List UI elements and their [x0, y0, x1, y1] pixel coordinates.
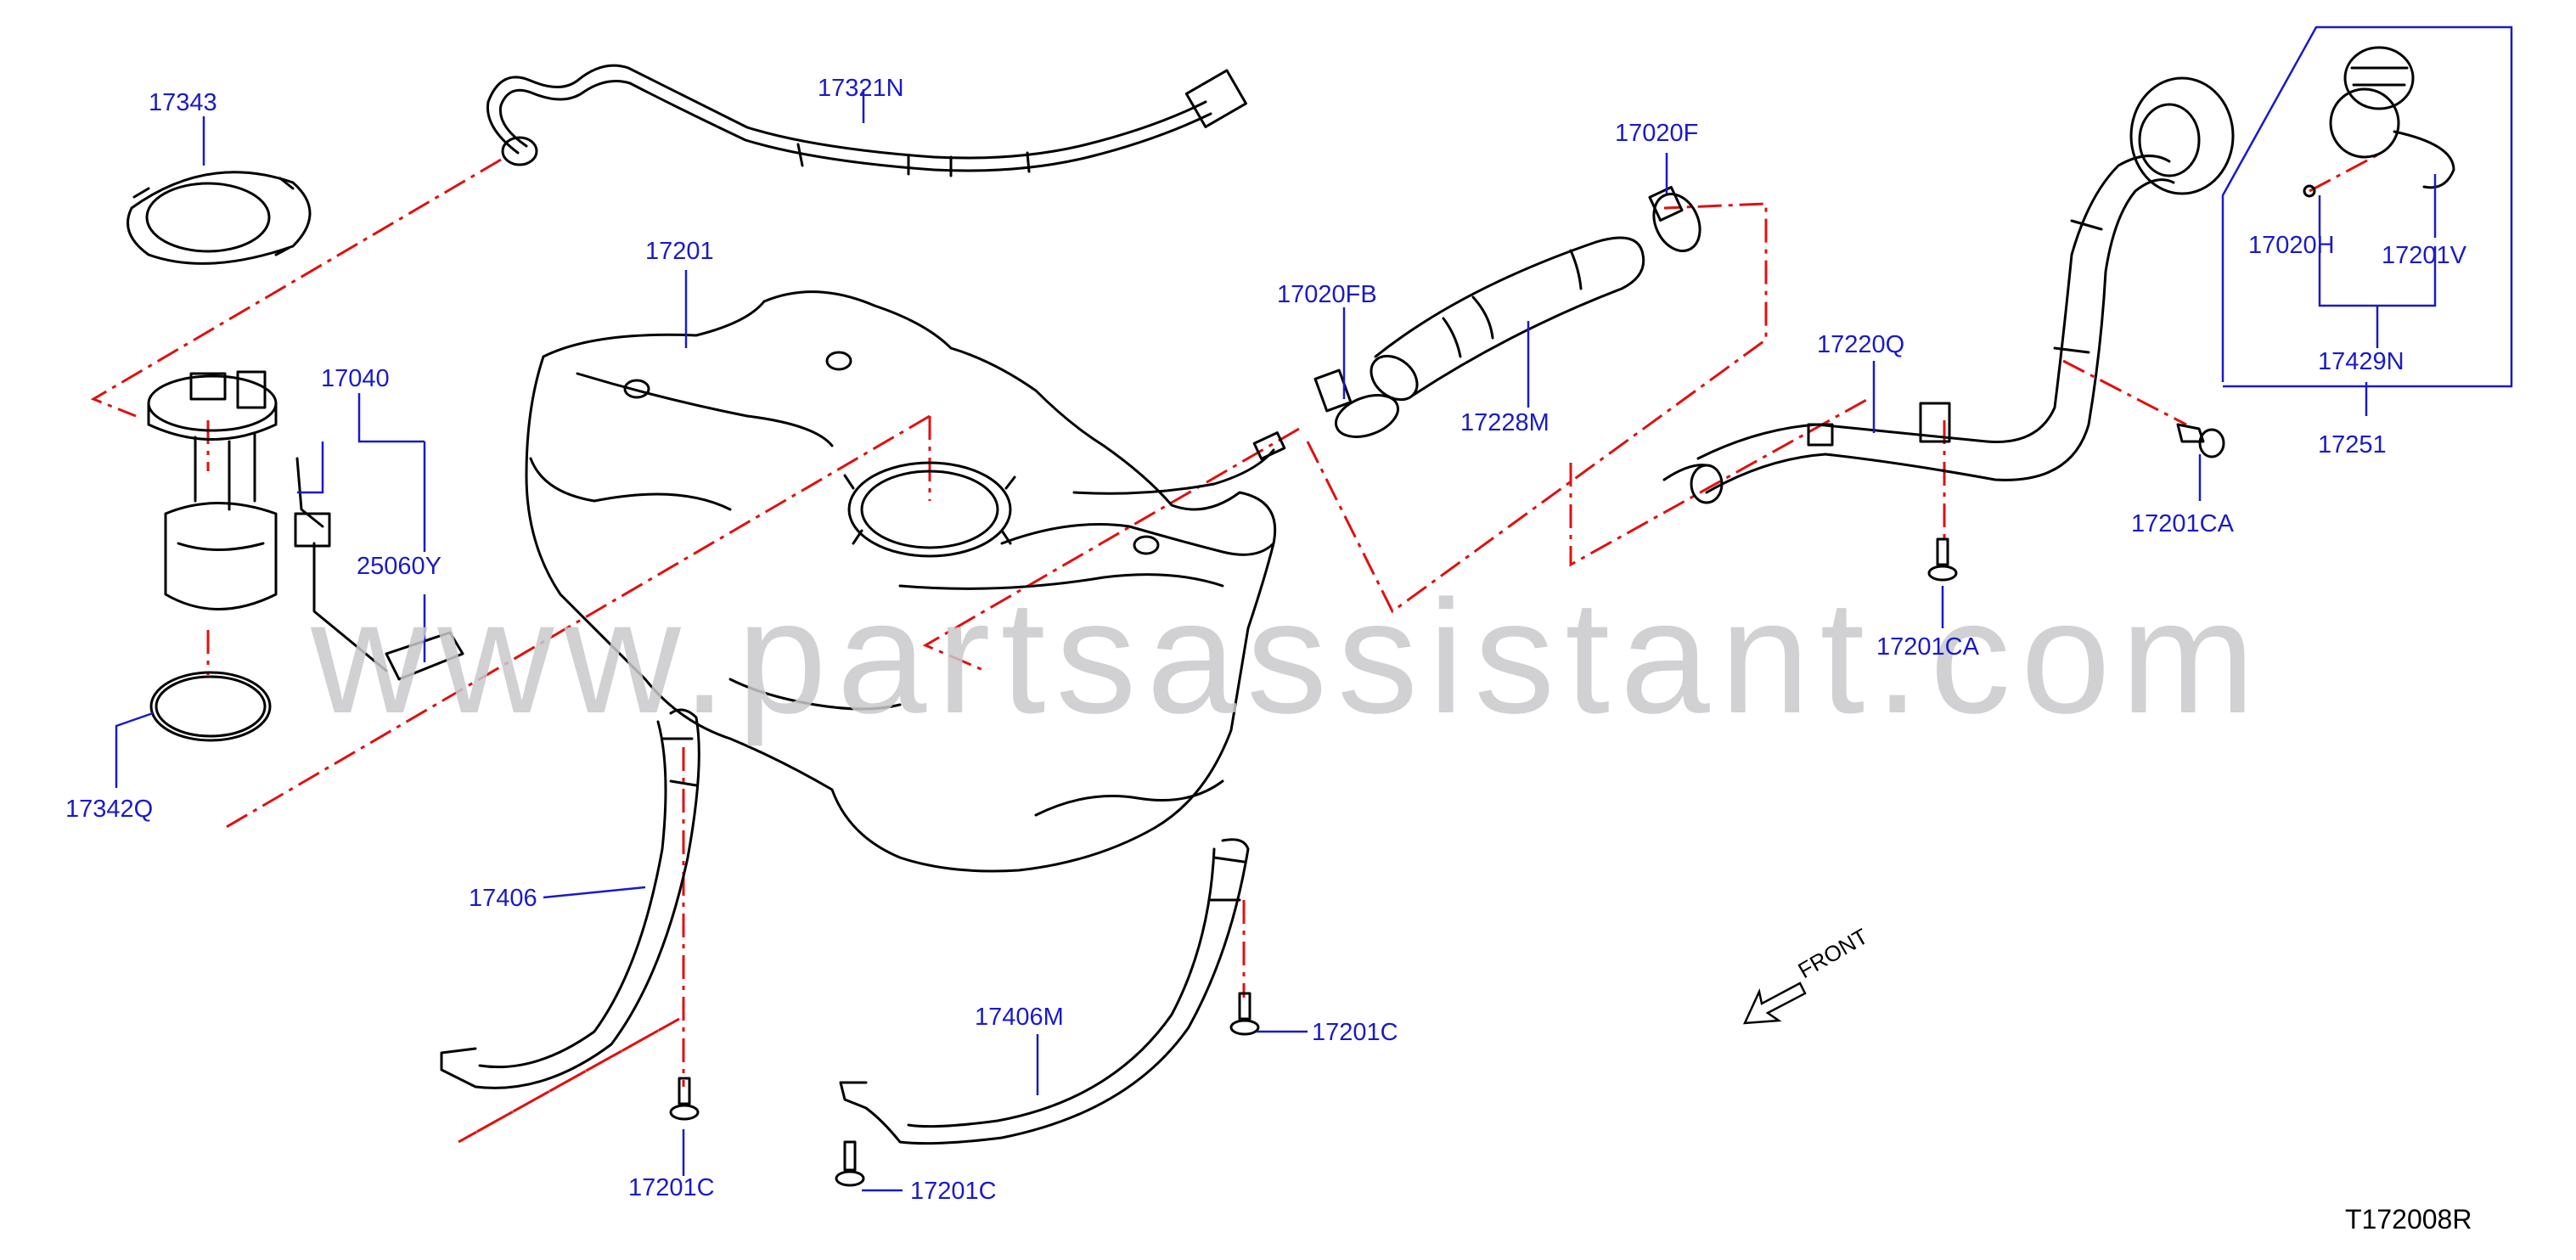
strap-17406M-art — [839, 838, 1250, 1145]
part-label-17020FB[interactable]: 17020FB — [1277, 281, 1377, 308]
filler-cap-17251-art — [2303, 46, 2455, 198]
strap-17406-art — [440, 708, 700, 1089]
part-label-17321N[interactable]: 17321N — [818, 75, 904, 102]
part-label-17201CA-lower[interactable]: 17201CA — [1876, 633, 1979, 661]
part-label-17020H[interactable]: 17020H — [2248, 232, 2335, 259]
watermark: www.partsassistant.com — [311, 567, 2265, 747]
leader-lines — [115, 25, 2513, 1192]
part-label-17429N[interactable]: 17429N — [2318, 348, 2404, 375]
centerlines — [90, 151, 2382, 1144]
fuel-pump-17040-art — [147, 370, 464, 681]
part-label-17040[interactable]: 17040 — [321, 365, 390, 392]
gasket-17343-art — [127, 171, 312, 265]
part-label-17228M[interactable]: 17228M — [1460, 409, 1550, 436]
filler-hose-17228M-art — [1313, 185, 1701, 438]
filler-pipe-17220Q-art — [1662, 76, 2235, 504]
part-label-17406[interactable]: 17406 — [469, 885, 537, 912]
part-label-17201C-bottom-middle[interactable]: 17201C — [910, 1178, 997, 1205]
hose-17321N-art — [486, 64, 1247, 177]
bolts-art — [669, 423, 2225, 1187]
o-ring-inner-art — [155, 675, 267, 738]
part-label-17201[interactable]: 17201 — [645, 238, 714, 265]
part-label-17201C-bottom-left[interactable]: 17201C — [628, 1174, 715, 1201]
part-label-17343[interactable]: 17343 — [149, 89, 217, 116]
part-label-17201C-right[interactable]: 17201C — [1312, 1019, 1398, 1046]
part-label-17220Q[interactable]: 17220Q — [1817, 331, 1905, 358]
front-arrow-icon — [1742, 982, 1807, 1025]
part-label-17201V[interactable]: 17201V — [2382, 242, 2466, 269]
part-label-25060Y[interactable]: 25060Y — [357, 553, 442, 580]
diagram-code: T172008R — [2345, 1204, 2472, 1235]
part-label-17201CA-upper[interactable]: 17201CA — [2131, 510, 2234, 537]
part-label-17251[interactable]: 17251 — [2318, 431, 2387, 458]
part-label-17020F[interactable]: 17020F — [1615, 120, 1699, 147]
part-label-17406M[interactable]: 17406M — [975, 1004, 1064, 1031]
o-ring-17342Q-art — [149, 671, 272, 742]
part-label-17342Q[interactable]: 17342Q — [65, 796, 154, 823]
line-art — [127, 46, 2455, 1187]
fuel-tank-17201-art — [525, 290, 1286, 873]
